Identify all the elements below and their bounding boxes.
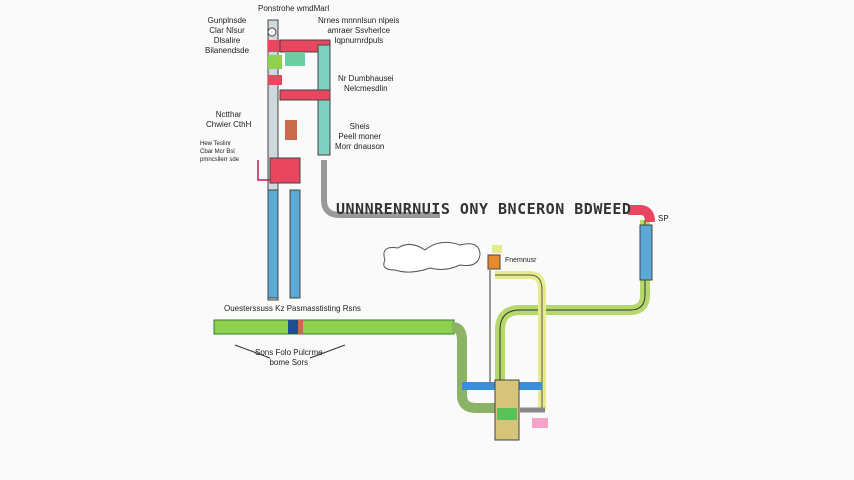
top-title: Ponstrohe wmdMarl <box>258 4 330 13</box>
label-line: Chwier CthH <box>206 120 252 129</box>
lower-right-label: Sheis Peell moner Morr dnauson <box>335 122 384 152</box>
pipe-label: Ouesterssuss Kz Pasmasstisting Rsns <box>224 304 361 313</box>
label-line: Peell moner <box>338 132 382 141</box>
label-line: Nctthar <box>215 110 242 119</box>
label-line: Sheis <box>349 122 370 131</box>
valve-label: Fnemnusr <box>505 257 537 264</box>
label-line: Nr Dumbhausei <box>338 74 394 83</box>
label-line: pmncsllerr sde <box>200 157 240 163</box>
label-line: Gunplnsde <box>207 16 247 25</box>
label-line: Morr dnauson <box>335 142 385 151</box>
label-line: Nelcmesdlin <box>344 84 388 93</box>
label-line: amraer Ssvherlce <box>327 26 391 35</box>
mid-right-label: Nr Dumbhausei Nelcmesdlin <box>338 74 394 94</box>
label-line: Hew Teslinr <box>200 141 231 147</box>
pipe-sub-label: Sons Folo Pulcrme bome Sors <box>255 348 323 368</box>
label-line: Dlsalire <box>213 36 241 45</box>
cloud-shape <box>383 241 481 273</box>
left-mid-label: Nctthar Chwier CthH <box>206 110 251 130</box>
right-network <box>462 205 655 441</box>
tower <box>257 19 440 301</box>
left-small-label: Hew Teslinr Cbar Mcr Bsl pmncsllerr sde <box>200 140 239 164</box>
label-line: bome Sors <box>269 358 309 367</box>
label-line: Nrnes mnnnlsun nlpeis <box>318 16 400 25</box>
left-block-label: Gunplnsde Clar Nlsur Dlsalire Bilanendsd… <box>205 16 249 56</box>
label-line: Cbar Mcr Bsl <box>200 149 235 155</box>
label-line: Iqpnurnrdpuls <box>334 36 384 45</box>
right-block-label: Nrnes mnnnlsun nlpeis amraer Ssvherlce I… <box>318 16 399 46</box>
label-line: Sons Folo Pulcrme <box>255 348 323 357</box>
corner-label: SP <box>658 214 669 223</box>
green-pipe <box>213 319 500 413</box>
banner-title: UNNNRENRNUIS ONY BNCERON BDWEED <box>336 200 632 218</box>
label-line: Clar Nlsur <box>209 26 245 35</box>
label-line: Bilanendsde <box>205 46 250 55</box>
